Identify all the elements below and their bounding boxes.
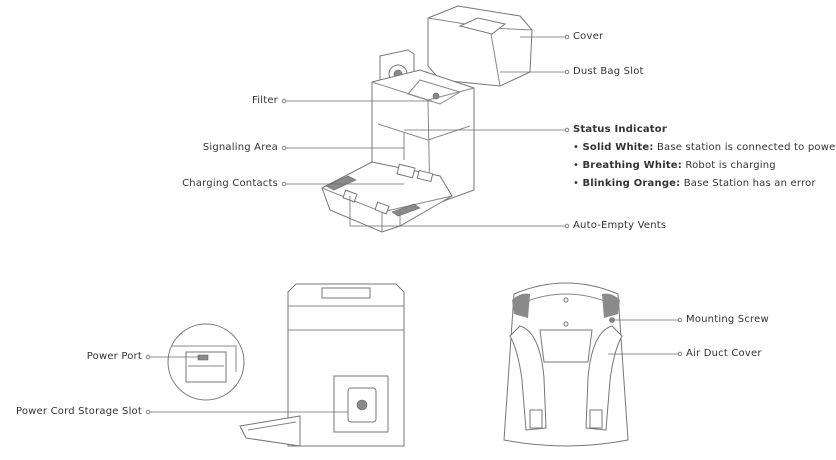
status-state-name: Blinking Orange:: [582, 178, 681, 189]
power-port-zoom: [167, 323, 245, 401]
mounting-screw-label: Mounting Screw: [686, 314, 769, 325]
status-indicator-label: Status Indicator: [573, 124, 667, 135]
auto-empty-vents-label: Auto-Empty Vents: [573, 220, 667, 231]
power-port-label: Power Port: [86, 351, 142, 362]
power-cord-storage-slot-label: Power Cord Storage Slot: [15, 406, 142, 417]
underside-view: [503, 282, 629, 447]
exploded-station-view: [321, 5, 533, 233]
charging-contacts-label: Charging Contacts: [182, 178, 278, 189]
status-state-desc: Robot is charging: [685, 160, 776, 171]
cover-part: [427, 5, 533, 87]
status-state-name: Solid White:: [582, 142, 654, 153]
rear-station-view: [167, 283, 405, 447]
dust-bag-slot-label: Dust Bag Slot: [573, 66, 644, 77]
status-state-item: • Breathing White: Robot is charging: [573, 160, 776, 171]
cover-label: Cover: [573, 31, 604, 42]
filter-label: Filter: [252, 95, 278, 106]
air-duct-cover-label: Air Duct Cover: [686, 348, 762, 359]
status-state-item: • Solid White: Base station is connected…: [573, 142, 836, 153]
status-state-item: • Blinking Orange: Base Station has an e…: [573, 178, 816, 189]
ramp-plate: [321, 161, 453, 233]
status-state-name: Breathing White:: [582, 160, 682, 171]
status-state-desc: Base station is connected to power: [656, 142, 836, 153]
status-state-desc: Base Station has an error: [683, 178, 816, 189]
signaling-area-label: Signaling Area: [202, 142, 278, 153]
callout-lines: [145, 34, 683, 415]
